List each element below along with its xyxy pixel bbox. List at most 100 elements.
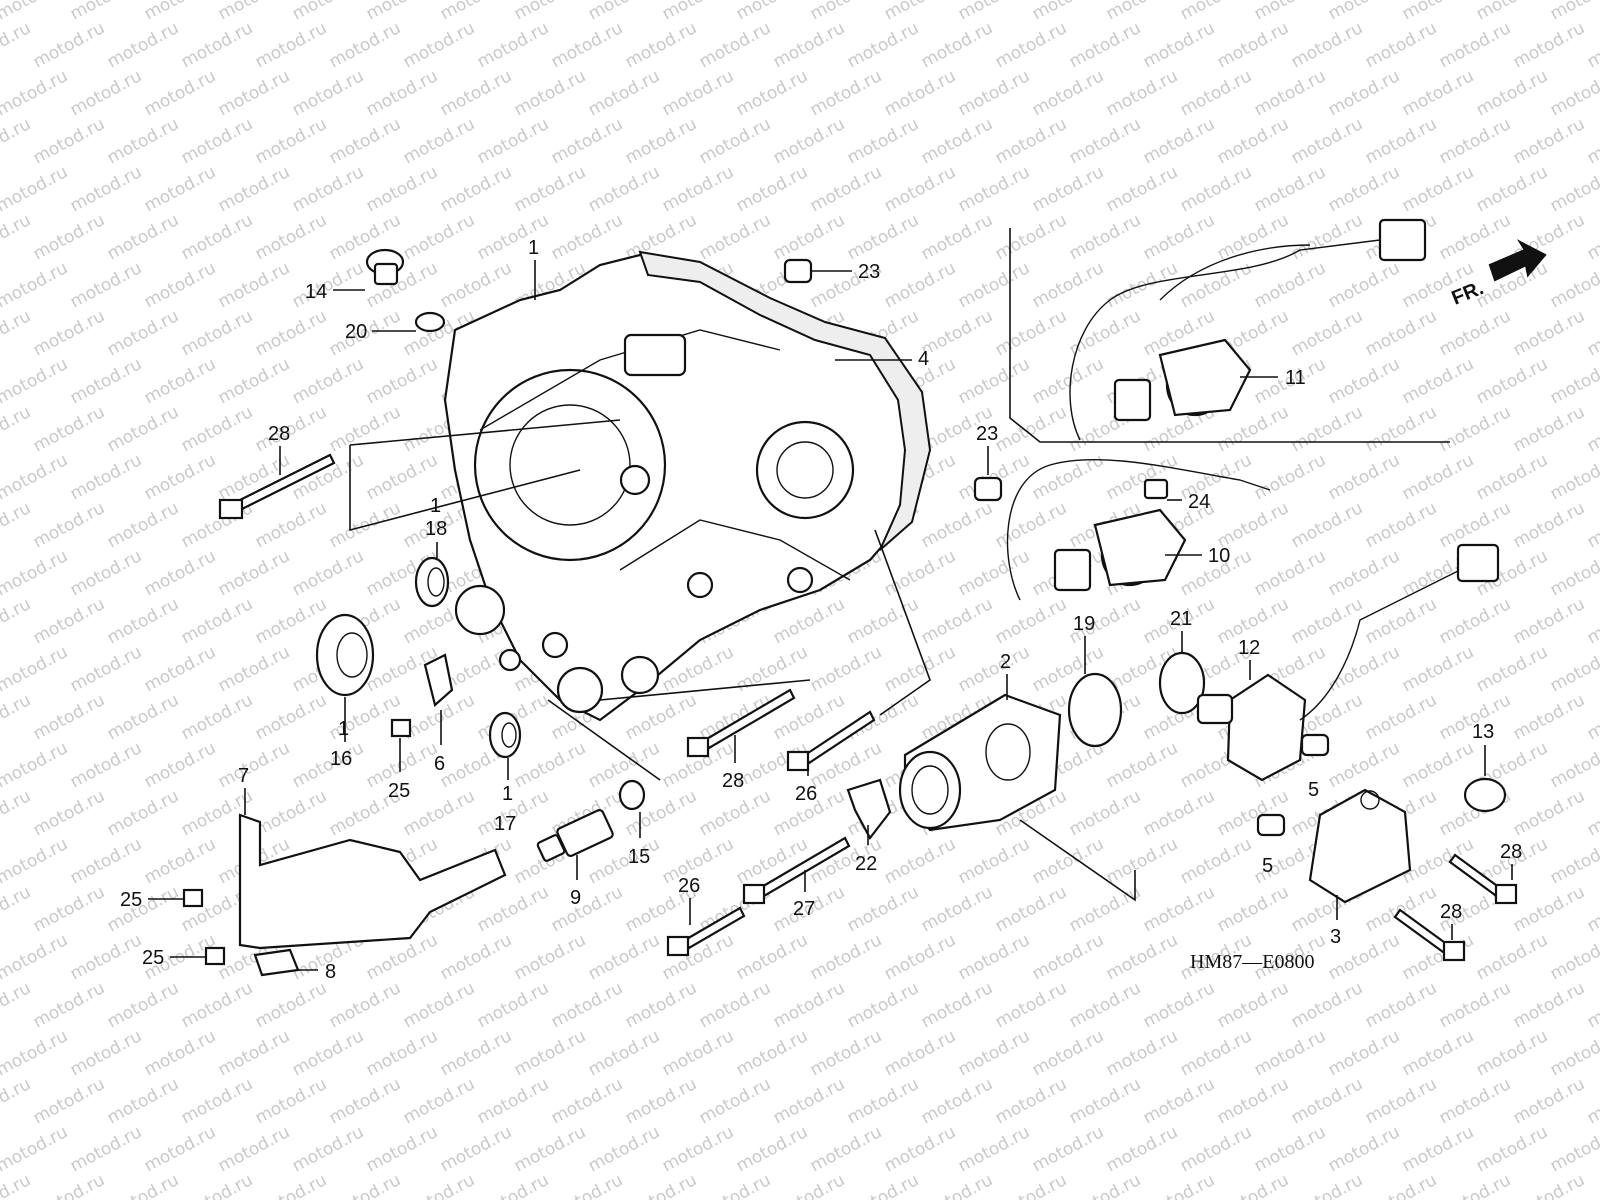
dowel-pins-23 (783, 258, 1003, 502)
watermark-text: motod.ru (363, 162, 441, 216)
watermark-text: motod.ru (992, 114, 1070, 168)
watermark-text: motod.ru (326, 978, 404, 1032)
watermark-text: motod.ru (1066, 210, 1144, 264)
watermark-text: motod.ru (881, 258, 959, 312)
watermark-text: motod.ru (1436, 594, 1514, 648)
watermark-text: motod.ru (289, 258, 367, 312)
watermark-text: motod.ru (548, 210, 626, 264)
watermark-text: motod.ru (326, 18, 404, 72)
callout: 5 (1308, 779, 1319, 801)
watermark-text: motod.ru (30, 402, 108, 456)
watermark-text: motod.ru (696, 18, 774, 72)
watermark-text: motod.ru (659, 1122, 737, 1176)
watermark-text: motod.ru (881, 930, 959, 984)
watermark-text: motod.ru (511, 1122, 589, 1176)
watermark-text: motod.ru (1325, 546, 1403, 600)
bolts (182, 453, 1518, 966)
watermark-text: motod.ru (1510, 1170, 1588, 1200)
callout: 9 (570, 887, 581, 909)
watermark-text: motod.ru (1288, 18, 1366, 72)
callout: 22 (855, 853, 877, 875)
watermark-text: motod.ru (67, 642, 145, 696)
grommet-13 (1463, 777, 1507, 813)
watermark-text: motod.ru (1547, 834, 1600, 888)
callout: 5 (1262, 855, 1273, 877)
watermark-text: motod.ru (733, 1026, 811, 1080)
rear-crankcase-cover (443, 253, 927, 722)
watermark-text: motod.ru (252, 210, 330, 264)
watermark-text: motod.ru (1103, 162, 1181, 216)
watermark-text: motod.ru (178, 210, 256, 264)
watermark-text: motod.ru (1029, 1122, 1107, 1176)
oil-seal-18 (414, 556, 450, 608)
watermark-text: motod.ru (955, 546, 1033, 600)
callout: 27 (793, 898, 815, 920)
watermark-text: motod.ru (1251, 546, 1329, 600)
watermark-text: motod.ru (770, 114, 848, 168)
watermark-text: motod.ru (363, 1026, 441, 1080)
watermark-text: motod.ru (178, 690, 256, 744)
watermark-text: motod.ru (1510, 882, 1588, 936)
watermark-text: motod.ru (1473, 1122, 1551, 1176)
watermark-text: motod.ru (918, 1170, 996, 1200)
watermark-text: motod.ru (1362, 978, 1440, 1032)
watermark-text: motod.ru (474, 210, 552, 264)
watermark-text: motod.ru (881, 162, 959, 216)
watermark-text: motod.ru (289, 546, 367, 600)
watermark-text: motod.ru (733, 66, 811, 120)
watermark-text: motod.ru (1251, 162, 1329, 216)
watermark-text: motod.ru (30, 18, 108, 72)
switch-10-harness (1006, 458, 1271, 601)
watermark-text: motod.ru (1029, 162, 1107, 216)
watermark-text: motod.ru (807, 0, 885, 24)
watermark-text: motod.ru (1584, 18, 1600, 72)
watermark-text: motod.ru (1066, 882, 1144, 936)
watermark-text: motod.ru (770, 210, 848, 264)
watermark-text: motod.ru (1436, 1170, 1514, 1200)
watermark-text: motod.ru (807, 1122, 885, 1176)
watermark-text: motod.ru (844, 114, 922, 168)
watermark-text: motod.ru (141, 1122, 219, 1176)
watermark-text: motod.ru (67, 66, 145, 120)
watermark-text: motod.ru (0, 834, 71, 888)
watermark-text: motod.ru (363, 66, 441, 120)
section-divider (1009, 228, 1450, 443)
watermark-text: motod.ru (881, 1122, 959, 1176)
watermark-text: motod.ru (289, 1122, 367, 1176)
watermark-text: motod.ru (1510, 402, 1588, 456)
watermark-text: motod.ru (400, 786, 478, 840)
watermark-text: motod.ru (696, 978, 774, 1032)
watermark-text: motod.ru (1510, 786, 1588, 840)
watermark-text: motod.ru (104, 786, 182, 840)
watermark-text: motod.ru (326, 114, 404, 168)
watermark-text: motod.ru (215, 642, 293, 696)
watermark-text: motod.ru (141, 162, 219, 216)
watermark-text: motod.ru (548, 1074, 626, 1128)
switch-11-harness (1069, 218, 1427, 441)
watermark-text: motod.ru (733, 0, 811, 24)
watermark-text: motod.ru (326, 1074, 404, 1128)
callout: 21 (1170, 608, 1192, 630)
watermark-text: motod.ru (955, 834, 1033, 888)
watermark-text: motod.ru (1140, 786, 1218, 840)
watermark-text: motod.ru (1103, 738, 1181, 792)
watermark-text: motod.ru (1140, 1170, 1218, 1200)
watermark-text: motod.ru (733, 930, 811, 984)
watermark-text: motod.ru (770, 1074, 848, 1128)
watermark-text: motod.ru (1584, 210, 1600, 264)
callout: 24 (1188, 491, 1210, 513)
watermark-text: motod.ru (918, 210, 996, 264)
watermark-text: motod.ru (770, 1170, 848, 1200)
watermark-text: motod.ru (1362, 882, 1440, 936)
watermark-text: motod.ru (585, 1122, 663, 1176)
watermark-text: motod.ru (1510, 594, 1588, 648)
watermark-text: motod.ru (67, 546, 145, 600)
watermark-text: motod.ru (1177, 0, 1255, 24)
callout: 25 (142, 947, 164, 969)
watermark-text: motod.ru (1436, 210, 1514, 264)
watermark-text: motod.ru (252, 978, 330, 1032)
watermark-text: motod.ru (1547, 258, 1600, 312)
watermark-text: motod.ru (548, 18, 626, 72)
